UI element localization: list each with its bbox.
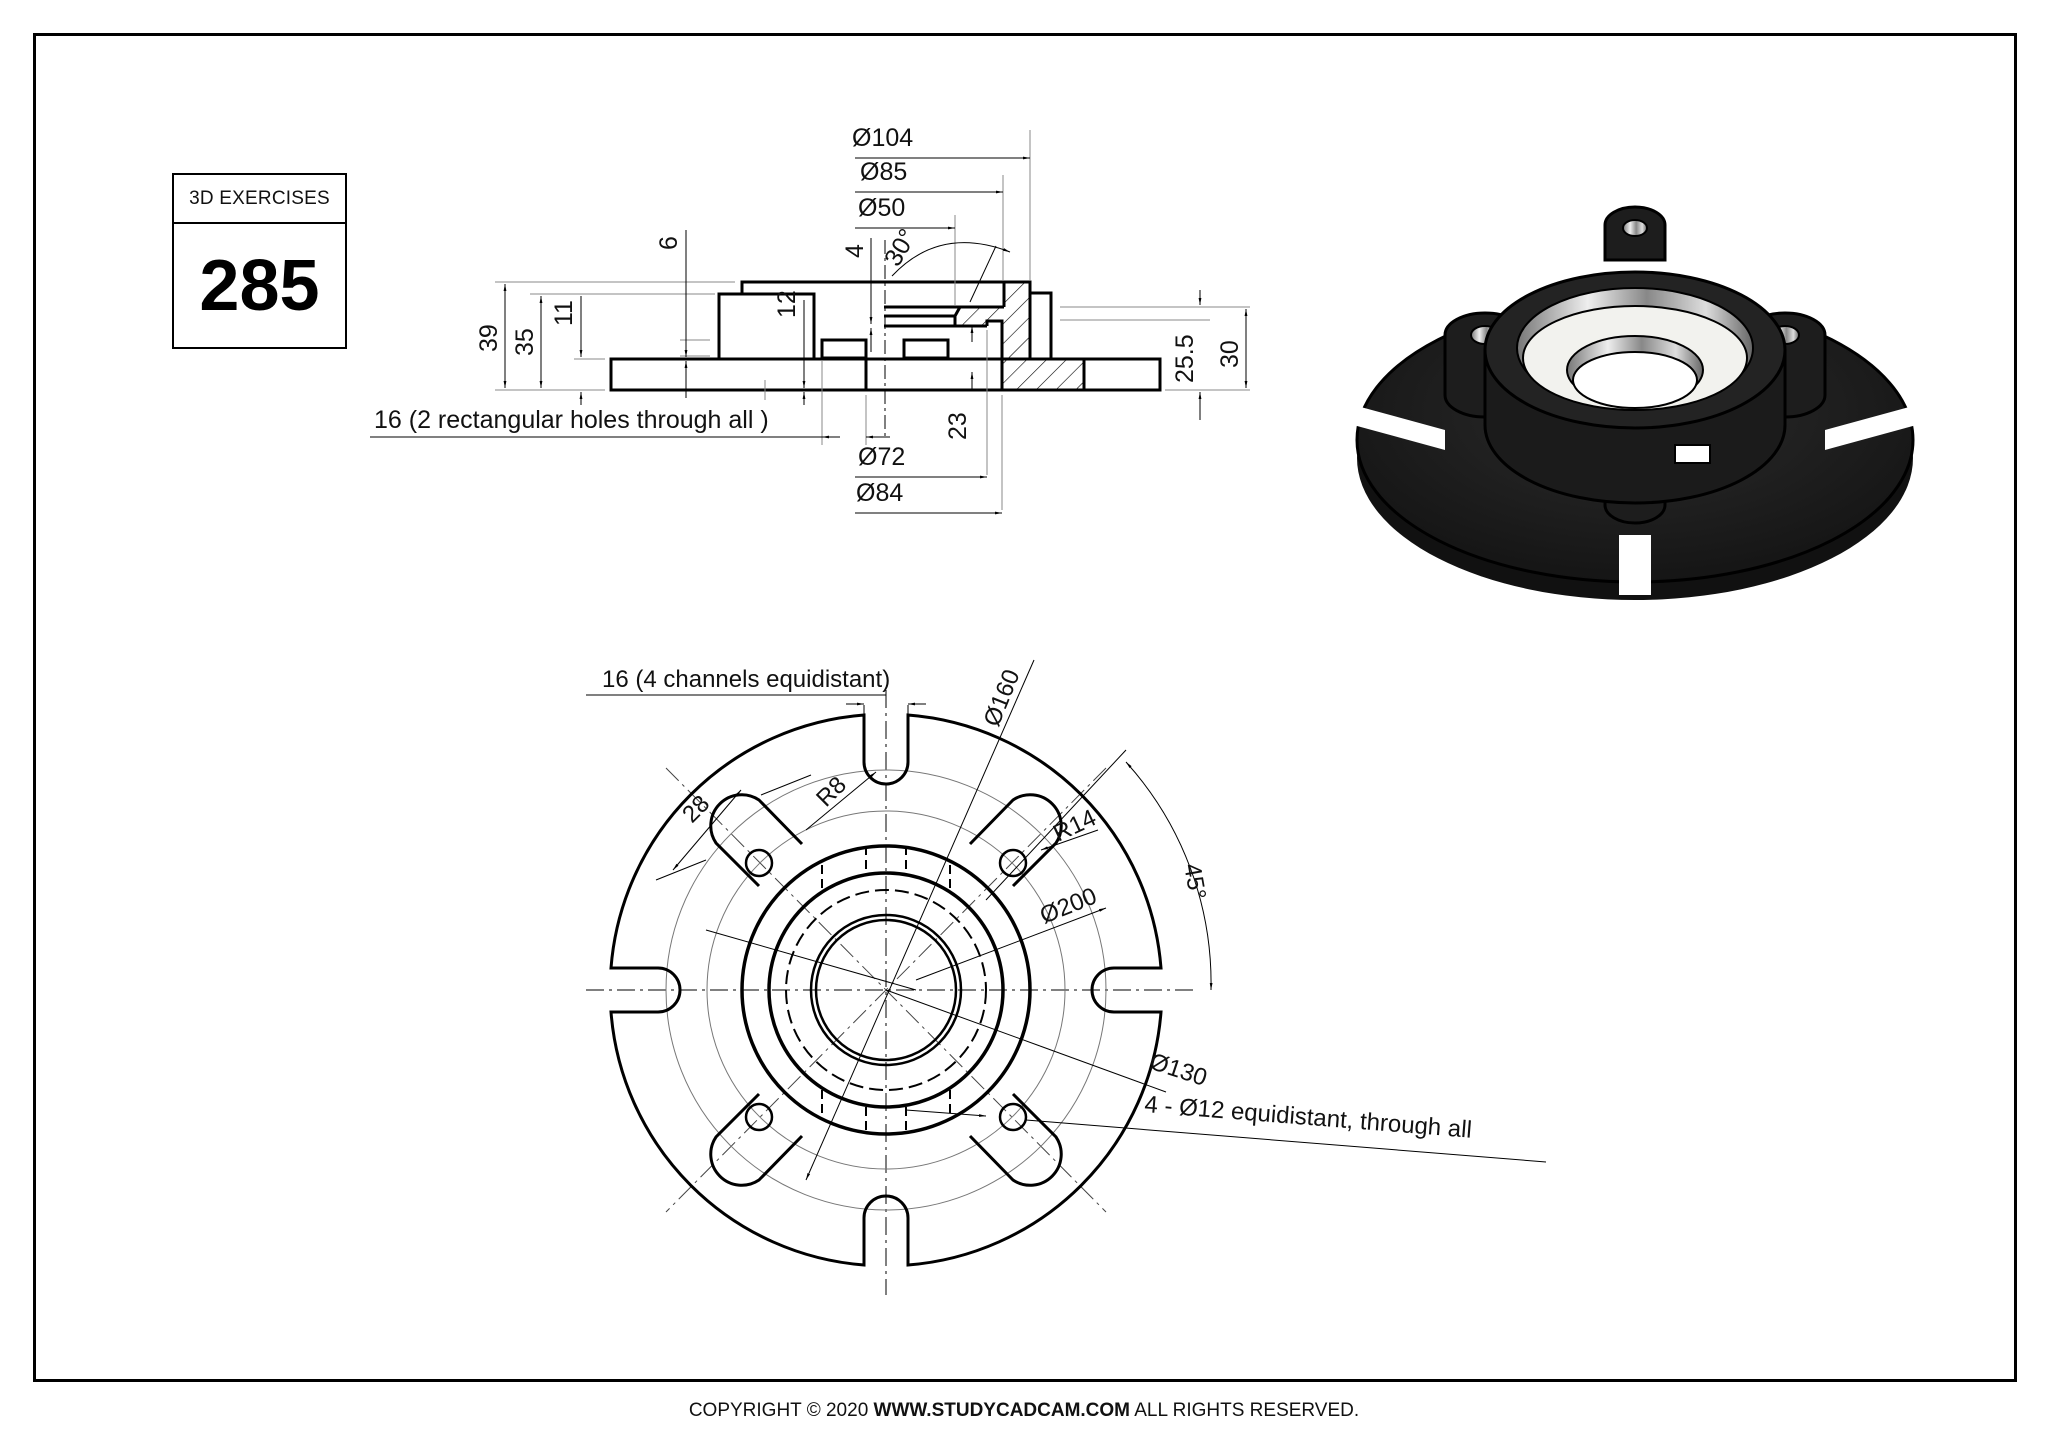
dim-r8: R8: [811, 771, 852, 812]
flange-outline: [609, 713, 1163, 1267]
dim-channels: 16 (4 channels equidistant): [602, 666, 890, 693]
dim-angle30: 30°: [879, 224, 922, 271]
dim-h30: 30: [1216, 340, 1244, 368]
dim-h6: 6: [655, 236, 683, 250]
dim-d50: Ø50: [858, 194, 905, 222]
side-view: Ø104 Ø85 Ø50 Ø72 Ø84 39 35 11 6 12 4 30°…: [370, 124, 1250, 515]
dim-d130: Ø130: [1146, 1048, 1210, 1092]
dim-w28: 28: [677, 790, 715, 828]
dim-h11: 11: [550, 300, 578, 326]
dim-angle45: 45°: [1178, 861, 1211, 901]
dim-h25-5: 25.5: [1171, 334, 1199, 383]
title-block: 3D EXERCISES 285: [172, 173, 347, 349]
copyright-footer: COPYRIGHT © 2020 WWW.STUDYCADCAM.COM ALL…: [0, 1400, 2048, 1422]
dim-d84: Ø84: [856, 479, 903, 507]
sheet-border: [33, 33, 2017, 1382]
dim-h39: 39: [475, 324, 503, 352]
top-view-note: 4 - Ø12 equidistant, through all: [1144, 1091, 1473, 1144]
site-link[interactable]: WWW.STUDYCADCAM.COM: [873, 1400, 1131, 1421]
isometric-render: [1335, 205, 1935, 600]
dim-d160: Ø160: [979, 666, 1026, 731]
copyright-suffix: ALL RIGHTS RESERVED.: [1130, 1400, 1360, 1421]
dim-h35: 35: [511, 328, 539, 356]
dim-h23: 23: [944, 412, 972, 440]
dim-h12: 12: [773, 290, 801, 318]
exercise-number: 285: [199, 245, 320, 326]
dim-d72: Ø72: [858, 443, 905, 471]
dim-d104: Ø104: [852, 124, 913, 152]
dim-d85: Ø85: [860, 158, 907, 186]
copyright-prefix: COPYRIGHT © 2020: [688, 1400, 874, 1421]
side-view-note: 16 (2 rectangular holes through all ): [374, 406, 769, 434]
exercise-category: 3D EXERCISES: [174, 175, 345, 224]
top-view: 16 (4 channels equidistant) Ø160 R8 28 R…: [586, 659, 1547, 1295]
dim-h4: 4: [841, 244, 869, 258]
